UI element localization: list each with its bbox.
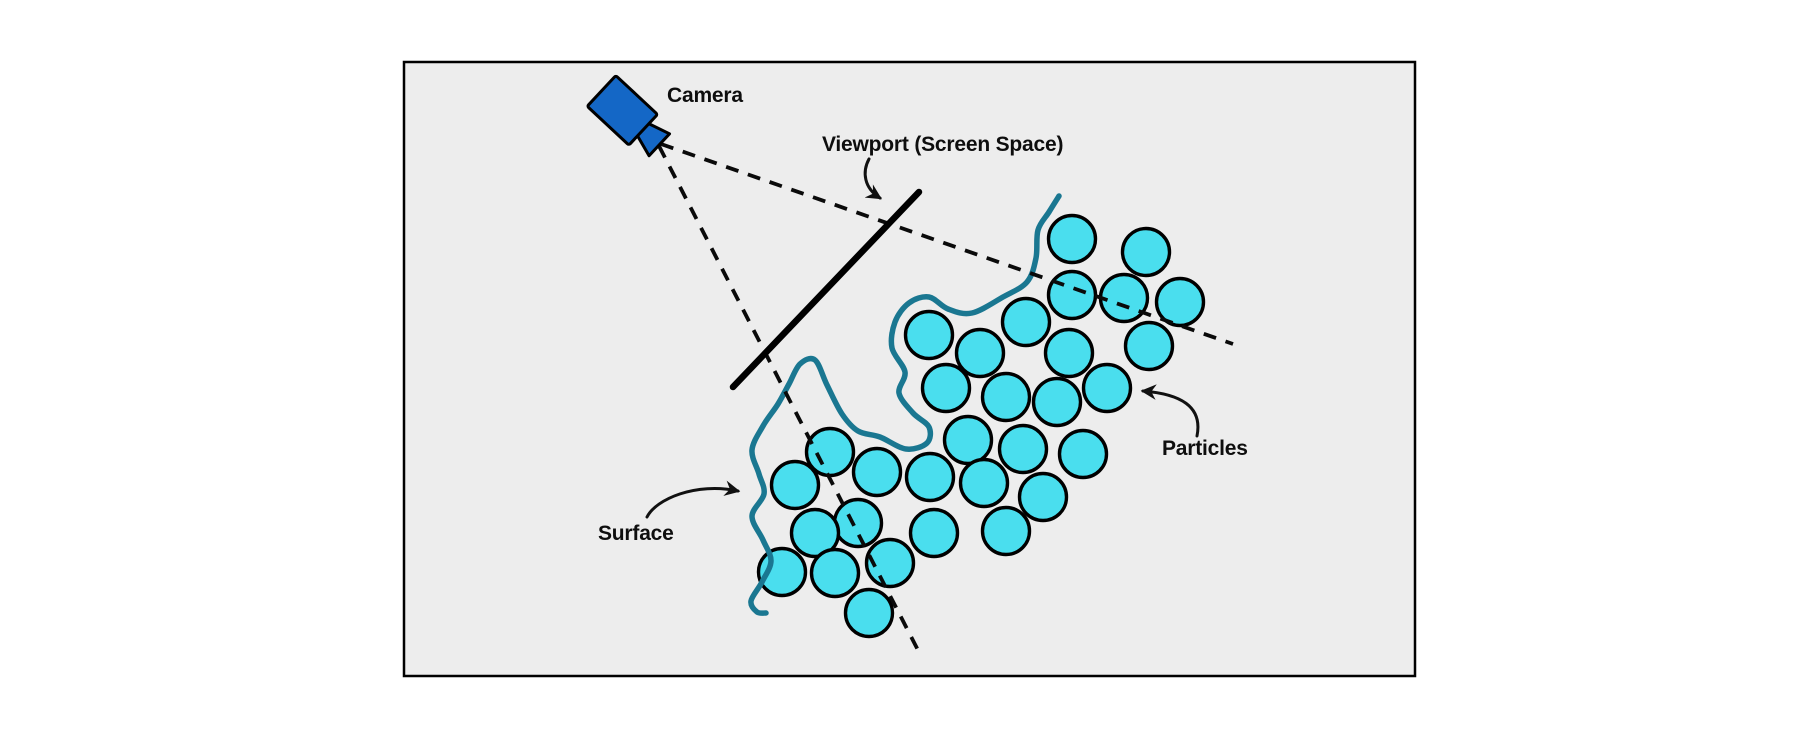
surface-callout-arrow [645, 480, 741, 519]
particle [1057, 428, 1109, 480]
particle [958, 457, 1010, 509]
particle [1098, 272, 1150, 324]
particle [954, 327, 1006, 379]
particle [908, 507, 960, 559]
particle [1046, 269, 1098, 321]
particle [1081, 362, 1133, 414]
camera-body [586, 74, 659, 146]
particles-group [756, 213, 1206, 639]
viewport-line [729, 188, 923, 391]
particle [864, 537, 916, 589]
particle [1046, 213, 1098, 265]
particle [980, 505, 1032, 557]
viewport-callout-arrow [863, 157, 882, 200]
particle [843, 587, 895, 639]
particle [1154, 276, 1206, 328]
particle [1120, 226, 1172, 278]
viewport-label: Viewport (Screen Space) [822, 133, 1064, 156]
particle [903, 309, 955, 361]
frustum-ray-lower [657, 145, 923, 657]
particle [904, 451, 956, 503]
particles-callout-arrow [1140, 384, 1200, 438]
particle [1000, 296, 1052, 348]
camera-icon [586, 74, 672, 158]
surface-contour-line [748, 193, 1062, 616]
particle [789, 507, 841, 559]
frustum-ray-upper [660, 142, 1234, 346]
particles-label: Particles [1162, 437, 1248, 460]
particle [851, 446, 903, 498]
particle [920, 362, 972, 414]
particle [1017, 471, 1069, 523]
particle [832, 497, 884, 549]
surface-label: Surface [598, 522, 674, 545]
particle [980, 371, 1032, 423]
particle [809, 547, 861, 599]
camera-label: Camera [667, 84, 743, 107]
particle [1043, 327, 1095, 379]
particle [1123, 320, 1175, 372]
particle [942, 414, 994, 466]
particle [997, 423, 1049, 475]
particle [769, 459, 821, 511]
particle [1031, 376, 1083, 428]
